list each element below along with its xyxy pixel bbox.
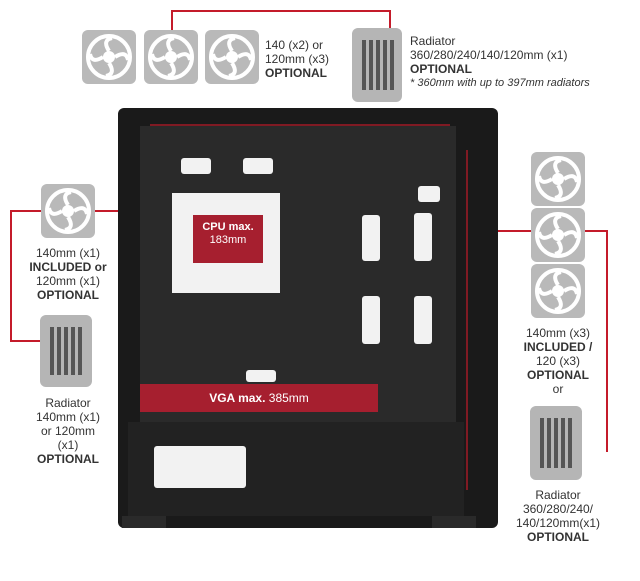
label-line: OPTIONAL (527, 530, 589, 544)
label-line: 360/280/240/140/120mm (x1) (410, 48, 568, 62)
case-foot (122, 516, 166, 528)
radiator-icon (530, 406, 582, 480)
label-line: (x1) (57, 438, 79, 452)
label-line: 140mm (x1) (35, 246, 100, 260)
cable-hole (181, 158, 211, 174)
psu-window (154, 446, 246, 488)
cable-hole (414, 296, 432, 344)
label-line: 140/120mm(x1) (515, 516, 601, 530)
side-accent-line (466, 150, 468, 490)
front-radiator-label: Radiator 360/280/240/ 140/120mm(x1) OPTI… (500, 488, 616, 544)
vga-title: VGA max. (209, 391, 266, 405)
vga-value: 385mm (268, 391, 309, 405)
label-line: 360/280/240/ (522, 502, 594, 516)
cable-hole (418, 186, 440, 202)
fan-icon (144, 30, 198, 84)
radiator-icon (40, 315, 92, 387)
top-fans-label: 140 (x2) or 120mm (x3) OPTIONAL (265, 38, 329, 80)
label-line: INCLUDED / (523, 340, 593, 354)
fan-icon (205, 30, 259, 84)
cpu-clearance-badge: CPU max. 183mm (193, 215, 263, 263)
label-line: OPTIONAL (265, 66, 327, 80)
connector-line (10, 340, 40, 342)
front-fans-label: 140mm (x3) INCLUDED / 120 (x3) OPTIONAL … (508, 326, 608, 396)
cable-hole (414, 213, 432, 261)
label-line: or (552, 382, 564, 396)
label-line: Radiator (45, 396, 91, 410)
fan-icon (531, 152, 585, 206)
fan-icon (82, 30, 136, 84)
connector-line (10, 210, 12, 340)
label-line: * 360mm with up to 397mm radiators (410, 77, 590, 89)
vga-clearance-badge: VGA max. 385mm (140, 384, 378, 412)
case-foot (432, 516, 476, 528)
label-line: 140 (x2) or (265, 38, 324, 52)
cable-hole (243, 158, 273, 174)
top-accent-line (150, 124, 450, 126)
connector-line (606, 230, 608, 452)
connector-line (171, 10, 391, 12)
cable-hole (362, 215, 380, 261)
top-radiator-label: Radiator 360/280/240/140/120mm (x1) OPTI… (410, 34, 590, 90)
cable-hole (246, 370, 276, 382)
label-line: 140mm (x1) (35, 410, 100, 424)
label-line: Radiator (410, 34, 456, 48)
label-line: OPTIONAL (37, 452, 99, 466)
fan-icon (41, 184, 95, 238)
cable-hole (362, 296, 380, 344)
fan-icon (531, 264, 585, 318)
cpu-title: CPU max. (202, 221, 254, 233)
label-line: 120mm (x1) (35, 274, 100, 288)
label-line: 120mm (x3) (265, 52, 330, 66)
connector-line (389, 10, 391, 34)
label-line: OPTIONAL (410, 62, 472, 76)
fan-icon (531, 208, 585, 262)
label-line: or 120mm (40, 424, 96, 438)
label-line: OPTIONAL (37, 288, 99, 302)
label-line: 140mm (x3) (525, 326, 590, 340)
label-line: 120 (x3) (535, 354, 581, 368)
label-line: OPTIONAL (527, 368, 589, 382)
label-line: Radiator (535, 488, 581, 502)
rear-fan-label: 140mm (x1) INCLUDED or 120mm (x1) OPTION… (22, 246, 114, 302)
radiator-icon (352, 28, 402, 102)
rear-radiator-label: Radiator 140mm (x1) or 120mm (x1) OPTION… (22, 396, 114, 466)
label-line: INCLUDED or (29, 260, 107, 274)
cpu-value: 183mm (209, 234, 247, 246)
